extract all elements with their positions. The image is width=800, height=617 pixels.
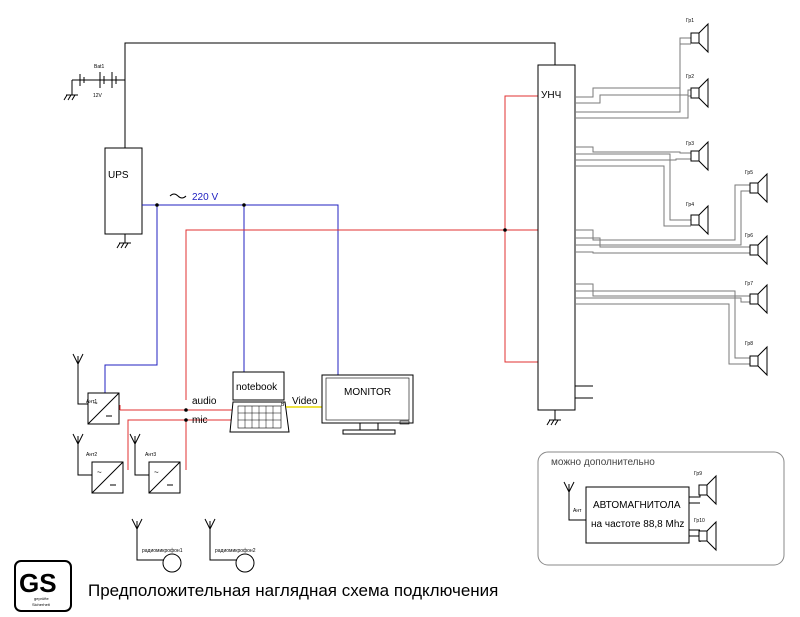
diagram-caption: Предположительная наглядная схема подклю… [88, 581, 498, 600]
audio-label: audio [192, 396, 217, 407]
receiver-2: ~ Ант2 [72, 433, 124, 494]
amplifier: УНЧ [537, 64, 593, 426]
speaker-8-icon [749, 346, 768, 376]
receiver-1: ~ Ант1 [72, 353, 120, 425]
speaker-7: Гр7 [745, 281, 768, 314]
gs-logo: GS geprüfte Sicherheit [14, 560, 72, 612]
svg-text:~: ~ [97, 468, 102, 477]
gs-logo-letters: GS [19, 568, 57, 598]
battery-voltage: 12V [93, 93, 103, 99]
optional-title: можно дополнительно [551, 457, 655, 468]
wireless-mic-2-label: радиомикрофон2 [215, 548, 256, 554]
receiver-3-label: Ант3 [145, 452, 156, 458]
receiver-1-antenna-icon [72, 353, 84, 379]
car-radio-frequency: на частоте 88,8 Mhz [591, 519, 684, 530]
mic-label: mic [192, 415, 208, 426]
svg-text:В: В [281, 402, 285, 408]
wireless-mic-2-antenna-icon [204, 518, 216, 544]
wireless-mic-2: радиомикрофон2 [204, 518, 256, 573]
speaker-7-icon [749, 284, 768, 314]
speaker-2-label: Гр2 [686, 74, 694, 80]
car-radio [585, 486, 690, 544]
notebook-label: notebook [236, 382, 278, 393]
speaker-5-icon [749, 173, 768, 203]
speaker-8-label: Гр8 [745, 341, 753, 347]
notebook: notebook В [229, 371, 290, 433]
speaker-4: Гр4 [686, 202, 709, 235]
speaker-9-label: Гр9 [694, 471, 702, 477]
speaker-3-label: Гр3 [686, 141, 694, 147]
speaker-6-label: Гр6 [745, 233, 753, 239]
speaker-1-icon [690, 23, 709, 53]
speaker-6-icon [749, 235, 768, 265]
video-label: Video [292, 396, 318, 407]
receiver-2-antenna-icon [72, 433, 84, 459]
ups-ground-icon [116, 242, 132, 249]
receiver-3-antenna-icon [129, 433, 141, 459]
gs-logo-caption-1: geprüfte [34, 596, 49, 601]
ups-unit: UPS [104, 147, 143, 249]
speaker-5: Гр5 [745, 170, 768, 203]
svg-text:~: ~ [93, 399, 98, 408]
gs-logo-caption-2: Sicherheit [32, 602, 51, 607]
speaker-6: Гр6 [745, 233, 768, 265]
mains-wiring: ~ 220 V [104, 192, 339, 393]
monitor-label: MONITOR [344, 387, 391, 398]
speaker-7-label: Гр7 [745, 281, 753, 287]
battery-label: Bat1 [94, 64, 105, 70]
wireless-mic-1-antenna-icon [131, 518, 143, 544]
speaker-wiring [575, 37, 750, 365]
car-radio-title: АВТОМАГНИТОЛА [593, 500, 681, 511]
mains-tilde-icon: ~ [172, 198, 173, 200]
amplifier-label: УНЧ [541, 90, 561, 101]
svg-text:~: ~ [154, 468, 159, 477]
battery: Bat1 12V [63, 64, 125, 101]
receiver-2-label: Ант2 [86, 452, 97, 458]
speaker-4-label: Гр4 [686, 202, 694, 208]
speaker-2-icon [690, 78, 709, 108]
speaker-2: Гр2 [686, 74, 709, 108]
ups-label: UPS [108, 170, 129, 181]
audio-wiring: audio mic [119, 95, 538, 470]
battery-ground-icon [63, 94, 79, 101]
receiver-3: ~ Ант3 [129, 433, 181, 494]
speaker-1-label: Гр1 [686, 18, 694, 24]
speaker-1: Гр1 [686, 18, 709, 53]
optional-antenna-label: Ант [573, 508, 582, 514]
speaker-10-label: Гр10 [694, 518, 705, 524]
speaker-4-icon [690, 205, 709, 235]
wireless-mic-1: радиомикрофон1 [131, 518, 183, 573]
monitor: MONITOR [321, 374, 414, 435]
receiver-1-label: Ант1 [86, 399, 97, 405]
wireless-mic-1-label: радиомикрофон1 [142, 548, 183, 554]
speaker-5-label: Гр5 [745, 170, 753, 176]
mains-label: 220 V [192, 192, 218, 203]
amplifier-ground-icon [546, 419, 562, 426]
speaker-8: Гр8 [745, 341, 768, 376]
speaker-3: Гр3 [686, 141, 709, 171]
optional-panel: можно дополнительно Ант АВТОМАГНИТОЛА на… [537, 451, 785, 566]
